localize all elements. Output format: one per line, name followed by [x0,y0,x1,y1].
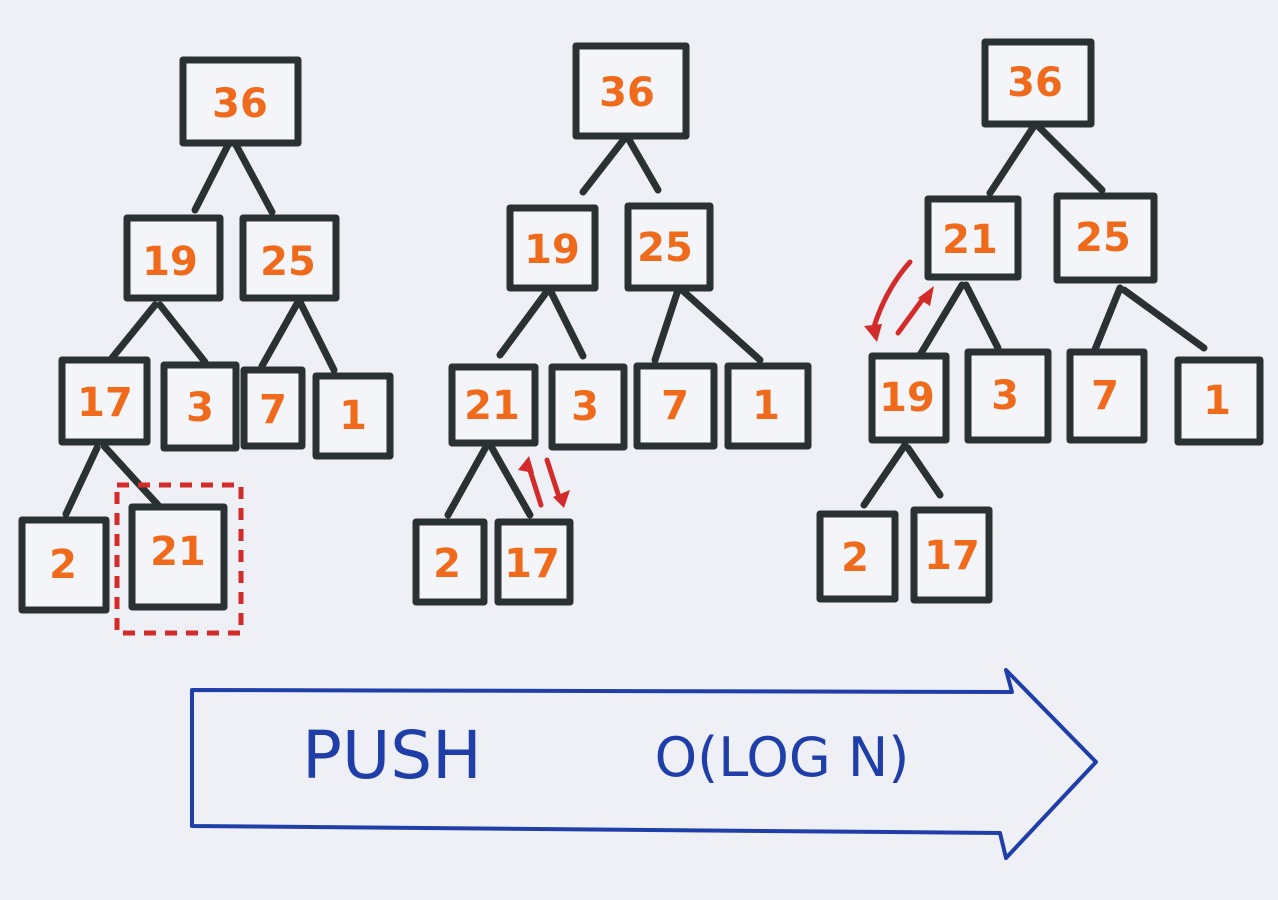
edge [904,444,944,499]
node-value: 25 [1075,215,1131,261]
node-value: 19 [142,239,198,285]
edge [1034,122,1106,194]
heap-node-leaf-right: 17 [494,518,574,606]
node-value: 2 [49,542,77,588]
heap-node-leaf-left: 2 [18,516,110,614]
tree-after-first-swap: 36 19 25 21 3 7 1 2 [412,42,812,606]
node-value: 21 [942,217,998,263]
edge [916,281,966,359]
heap-node-left: 19 [123,214,224,302]
edge [678,286,764,364]
node-value: 17 [504,541,560,587]
edge [546,286,587,360]
node-value: 7 [1091,373,1119,419]
node-value: 19 [524,227,580,273]
heap-node-leaf-left: 2 [816,510,899,603]
node-value: 3 [991,373,1019,419]
heap-node-left-right: 3 [964,348,1052,444]
node-value: 1 [1203,378,1231,424]
heap-node-root: 36 [981,38,1095,128]
swap-arrows-icon [864,259,934,342]
tree-edges [860,122,1208,509]
heap-node-left: 21 [924,195,1022,281]
arrow-right-icon [190,668,1098,860]
heap-node-leaf-left: 2 [412,518,488,606]
edge [986,122,1038,197]
node-value: 25 [260,239,316,285]
edge [156,301,209,366]
heap-node-right-left: 7 [1066,348,1148,444]
new-node-highlight [114,482,244,636]
node-value: 21 [464,383,520,429]
heap-node-left: 19 [506,204,599,292]
edge [1090,284,1124,356]
node-value: 36 [599,70,655,116]
heap-node-left-right: 3 [548,363,628,451]
node-value: 1 [752,383,780,429]
heap-node-left-left: 21 [448,363,539,447]
edge [860,441,909,509]
edge [258,298,302,370]
heap-node-right: 25 [1053,192,1158,284]
node-value: 2 [433,541,461,587]
edge [108,301,159,362]
heap-node-root: 36 [179,56,302,147]
edge [62,444,101,518]
heap-node-right: 25 [239,214,340,302]
edge [296,298,338,374]
node-value: 21 [150,529,206,575]
edge [651,286,682,364]
edge [100,442,162,509]
node-value: 7 [661,383,689,429]
edge [962,281,1002,352]
heap-node-right: 25 [624,202,714,292]
swap-arrows-icon [518,456,570,508]
node-value: 2 [841,535,869,581]
tree-after-second-swap: 36 21 25 19 3 7 1 2 [816,38,1264,604]
heap-node-left-right: 3 [160,361,240,452]
heap-node-left-left: 17 [58,356,151,446]
tree-edges [62,141,338,518]
node-value: 17 [924,533,980,579]
node-value: 36 [1007,60,1063,106]
heap-node-right-right: 1 [1174,356,1264,446]
operation-label: PUSH [302,717,482,794]
edge [191,141,232,214]
edge [488,444,534,519]
edge [444,441,491,519]
edge [1120,286,1208,352]
heap-node-right-left: 7 [633,362,718,450]
node-value: 36 [212,81,268,127]
complexity-label: O(LOG N) [655,726,910,789]
push-arrow: PUSH O(LOG N) [190,668,1098,860]
edge [232,141,276,216]
node-value: 17 [77,380,133,426]
node-value: 1 [339,393,367,439]
node-value: 3 [186,385,214,431]
edge [579,134,629,196]
heap-node-root: 36 [572,42,690,140]
edge [496,286,552,359]
heap-node-right-right: 1 [724,362,812,450]
edge [624,134,662,194]
heap-node-leaf-right: 21 [128,503,228,611]
tree-edges [444,134,764,519]
node-value: 7 [259,387,287,433]
node-value: 25 [637,225,693,271]
heap-node-left-left: 19 [868,352,950,444]
heap-node-right-left: 7 [240,366,306,450]
node-value: 19 [879,375,935,421]
node-value: 3 [571,384,599,430]
heap-node-leaf-right: 17 [910,506,993,604]
heap-node-right-right: 1 [312,372,394,460]
tree-before-push: 36 19 25 17 3 7 1 2 [18,56,394,636]
